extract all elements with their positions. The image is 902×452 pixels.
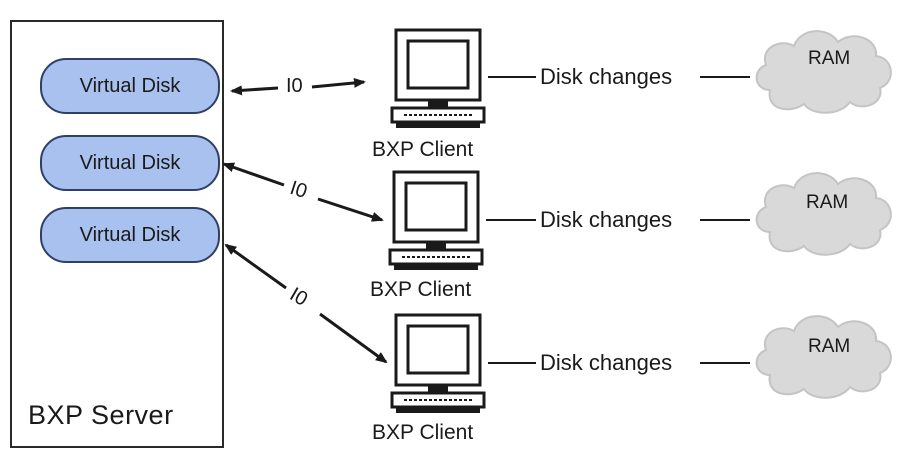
io-arrow-1-to-client xyxy=(311,77,366,89)
ram-label-1: RAM xyxy=(808,48,851,69)
io-arrow-1-to-disk xyxy=(230,85,279,96)
io-label-1: I0 xyxy=(286,75,303,97)
bxp-client-label-1: BXP Client xyxy=(372,138,474,161)
disk-changes-label-2: Disk changes xyxy=(540,207,673,232)
ram-label-2: RAM xyxy=(806,192,849,213)
disk-changes-label-3: Disk changes xyxy=(540,350,673,375)
io-arrow-3-to-disk xyxy=(224,243,287,290)
virtual-disk-2: Virtual Disk xyxy=(40,135,220,191)
computer-icon-3 xyxy=(390,313,486,415)
bxp-client-label-3: BXP Client xyxy=(372,421,474,444)
disk-changes-label-1: Disk changes xyxy=(540,64,673,89)
io-arrow-2-to-client xyxy=(317,197,384,222)
io-arrow-3-to-client xyxy=(319,312,388,364)
bxp-server-label: BXP Server xyxy=(28,400,174,430)
io-arrow-2-to-disk xyxy=(222,162,285,187)
virtual-disk-3: Virtual Disk xyxy=(40,207,220,263)
bxp-client-label-2: BXP Client xyxy=(370,278,472,301)
virtual-disk-1: Virtual Disk xyxy=(40,58,220,114)
cloud-icon-1 xyxy=(755,30,892,114)
computer-icon-2 xyxy=(388,170,484,272)
computer-icon-1 xyxy=(390,28,486,130)
ram-label-3: RAM xyxy=(808,336,851,357)
